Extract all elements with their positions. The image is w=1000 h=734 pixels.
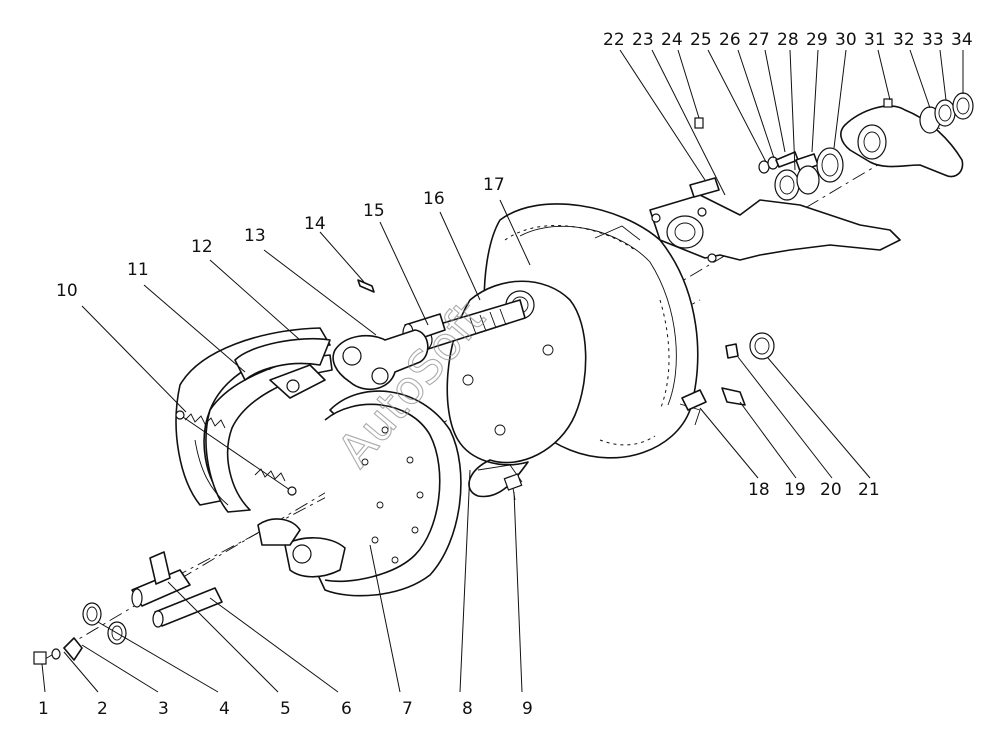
label-17: 17 bbox=[483, 175, 505, 195]
part-19-wedge bbox=[721, 387, 746, 406]
part-number-labels: 1 2 3 4 5 6 7 8 9 10 11 12 13 14 15 16 1… bbox=[38, 30, 973, 719]
label-8: 8 bbox=[462, 699, 473, 719]
label-23: 23 bbox=[632, 30, 654, 50]
label-13: 13 bbox=[244, 226, 266, 246]
part-29-bearing bbox=[795, 153, 820, 195]
label-12: 12 bbox=[191, 237, 213, 257]
label-26: 26 bbox=[719, 30, 741, 50]
part-28-bushing bbox=[774, 169, 800, 201]
label-9: 9 bbox=[522, 699, 533, 719]
part-31-slack-adjuster bbox=[840, 98, 964, 178]
part-1-bolt bbox=[33, 648, 61, 665]
label-24: 24 bbox=[661, 30, 683, 50]
label-1: 1 bbox=[38, 699, 49, 719]
part-11-brake-shoe bbox=[175, 327, 333, 513]
label-20: 20 bbox=[820, 480, 842, 500]
part-5-roller bbox=[131, 551, 191, 608]
part-10-return-spring bbox=[175, 410, 297, 496]
label-30: 30 bbox=[835, 30, 857, 50]
label-10: 10 bbox=[56, 281, 78, 301]
label-25: 25 bbox=[690, 30, 712, 50]
label-28: 28 bbox=[777, 30, 799, 50]
label-15: 15 bbox=[363, 201, 385, 221]
part-30-seal bbox=[816, 147, 844, 183]
label-14: 14 bbox=[304, 214, 326, 234]
label-5: 5 bbox=[280, 699, 291, 719]
label-19: 19 bbox=[784, 480, 806, 500]
part-9-fitting bbox=[503, 473, 523, 501]
part-13-s-cam bbox=[332, 329, 429, 390]
label-3: 3 bbox=[158, 699, 169, 719]
part-23-bolt bbox=[689, 177, 720, 198]
label-31: 31 bbox=[864, 30, 886, 50]
part-18-bolt bbox=[681, 389, 707, 411]
label-32: 32 bbox=[893, 30, 915, 50]
part-20-nipple bbox=[725, 343, 739, 359]
part-24-grease-fitting bbox=[694, 117, 704, 129]
label-6: 6 bbox=[341, 699, 352, 719]
label-2: 2 bbox=[97, 699, 108, 719]
label-22: 22 bbox=[603, 30, 625, 50]
part-2-lock-plate bbox=[63, 637, 83, 661]
part-33-ring bbox=[934, 99, 956, 127]
part-22-bracket bbox=[649, 194, 901, 263]
label-11: 11 bbox=[127, 260, 149, 280]
part-7-brake-shoe-lining bbox=[257, 390, 462, 597]
part-21-plug bbox=[749, 332, 775, 360]
label-4: 4 bbox=[219, 699, 230, 719]
part-14-key bbox=[357, 279, 375, 293]
label-29: 29 bbox=[806, 30, 828, 50]
label-7: 7 bbox=[402, 699, 413, 719]
label-34: 34 bbox=[951, 30, 973, 50]
label-21: 21 bbox=[858, 480, 880, 500]
part-12-anchor-plate bbox=[269, 364, 326, 399]
label-27: 27 bbox=[748, 30, 770, 50]
part-4-washer bbox=[82, 602, 102, 626]
part-34-snap-ring bbox=[952, 92, 974, 120]
label-16: 16 bbox=[423, 189, 445, 209]
part-6-anchor-pin bbox=[152, 587, 223, 628]
label-33: 33 bbox=[922, 30, 944, 50]
leader-lines bbox=[41, 49, 964, 693]
label-18: 18 bbox=[748, 480, 770, 500]
